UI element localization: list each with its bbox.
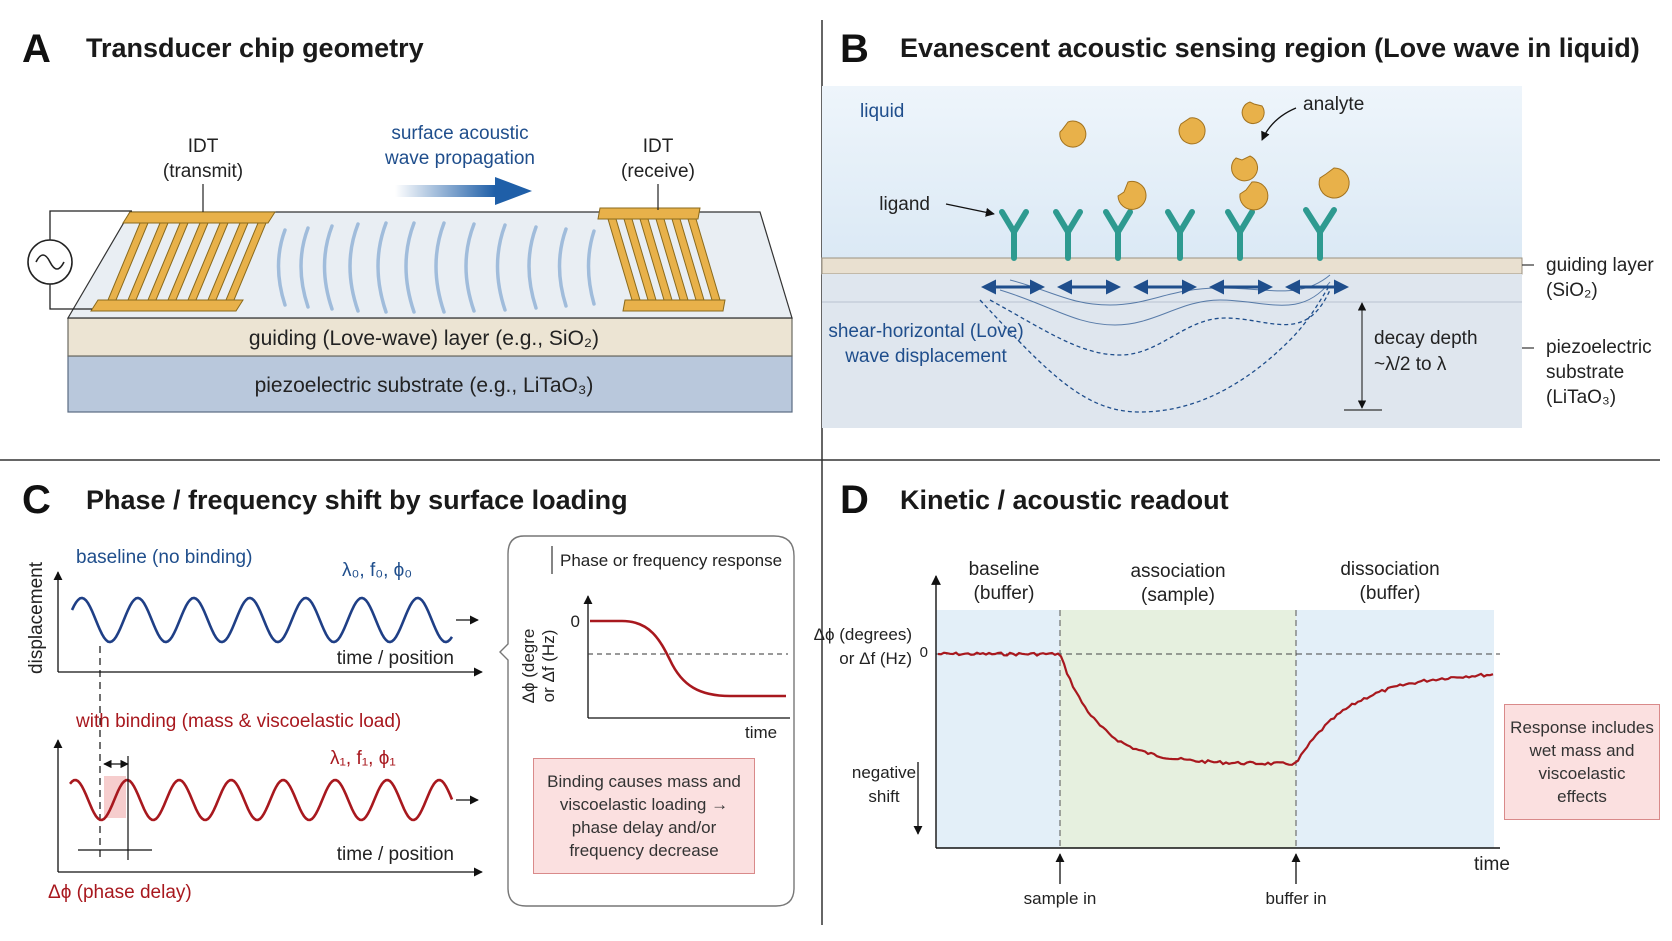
ligands [999, 207, 1337, 261]
inset-xlabel: time [745, 723, 777, 742]
propagation-label-1: surface acoustic [391, 123, 528, 144]
substrate-label-b-1: piezoelectric [1546, 337, 1652, 358]
inset-zero: 0 [571, 612, 580, 631]
guiding-band [821, 257, 1523, 275]
kinetic-trace [937, 651, 1494, 766]
buffer-in-label: buffer in [1265, 889, 1326, 908]
idt-receive [597, 207, 726, 312]
baseline-params: λ₀, f₀, ϕ₀ [342, 560, 412, 581]
panel-a: A Transducer chip geometry [22, 27, 793, 413]
wavefronts [276, 221, 596, 314]
inset-response-curve [590, 619, 786, 698]
decay-depth-marker [1344, 302, 1382, 411]
binding-note-line-4: frequency decrease [569, 841, 719, 860]
substrate-region [822, 274, 1522, 428]
binding-note-line-2: viscoelastic loading → [559, 795, 729, 814]
substrate-label: piezoelectric substrate (e.g., LiTaO₃) [255, 374, 594, 397]
c-ylabel: displacement [26, 561, 47, 674]
d-xlabel: time [1474, 854, 1510, 875]
panel-letter-b: B [840, 27, 869, 71]
analyte-arrow [1261, 107, 1297, 141]
ligand-label: ligand [879, 194, 930, 215]
guiding-label-b-1: guiding layer [1546, 255, 1654, 276]
region-baseline [936, 610, 1060, 848]
guiding-label-b-2: (SiO₂) [1546, 280, 1598, 301]
inset-title: Phase or frequency response [560, 551, 782, 570]
substrate-label-b-3: (LiTaO₃) [1546, 387, 1616, 408]
panel-title-b: Evanescent acoustic sensing region (Love… [900, 33, 1640, 63]
inset-ylabel-1: Δϕ (degre [519, 629, 538, 704]
d-ylabel-1: Δϕ (degrees) [814, 625, 912, 644]
decay-label-1: decay depth [1374, 328, 1478, 349]
binding-params: λ₁, f₁, ϕ₁ [330, 748, 396, 769]
liquid-region [822, 86, 1522, 258]
d-zero: 0 [920, 644, 928, 661]
propagation-arrow [395, 177, 532, 205]
binding-label: with binding (mass & viscoelastic load) [75, 711, 401, 732]
propagation-label-2: wave propagation [384, 148, 535, 169]
response-note-line-2: wet mass and [1529, 741, 1635, 760]
phase-baseline-1: baseline [969, 559, 1040, 580]
analyte-label: analyte [1303, 94, 1364, 115]
region-dissociation [1296, 610, 1494, 848]
inset-ylabel-2: or Δf (Hz) [539, 630, 558, 703]
region-association [1060, 610, 1296, 848]
binding-note-line-3: phase delay and/or [571, 818, 717, 837]
d-ylabel-2: or Δf (Hz) [839, 649, 912, 668]
analytes [1059, 101, 1350, 211]
response-note-line-1: Response includes [1510, 718, 1654, 737]
c-bottom-xlabel: time / position [337, 844, 454, 865]
shear-label-2: wave displacement [844, 346, 1007, 367]
negative-label-1: negative [852, 763, 916, 782]
panel-letter-d: D [840, 478, 869, 522]
ligand-arrow [945, 203, 995, 217]
baseline-label: baseline (no binding) [76, 547, 252, 568]
panel-letter-c: C [22, 478, 51, 522]
sample-in-label: sample in [1024, 889, 1097, 908]
phase-association-1: association [1130, 561, 1225, 582]
binding-note: Binding causes mass and viscoelastic loa… [533, 758, 755, 874]
phase-baseline-2: (buffer) [974, 583, 1035, 604]
c-top-xlabel: time / position [337, 648, 454, 669]
phase-delay-label: Δϕ (phase delay) [48, 882, 192, 903]
panel-title-d: Kinetic / acoustic readout [900, 485, 1229, 515]
response-note-line-3: viscoelastic [1538, 764, 1626, 783]
binding-wave [69, 778, 454, 822]
decay-label-2: ~λ/2 to λ [1374, 354, 1447, 375]
idt-transmit-label-1: IDT [188, 136, 219, 157]
idt-receive-label-1: IDT [643, 136, 674, 157]
shear-label-1: shear-horizontal (Love) [828, 321, 1023, 342]
guiding-layer-label: guiding (Love-wave) layer (e.g., SiO₂) [249, 327, 599, 350]
panel-letter-a: A [22, 27, 51, 71]
panel-b: B Evanescent acoustic sensing region (Lo… [821, 27, 1654, 428]
negative-label-2: shift [868, 787, 899, 806]
phase-dissociation-2: (buffer) [1360, 583, 1421, 604]
substrate-layer [67, 355, 793, 413]
idt-transmit-label-2: (transmit) [163, 161, 243, 182]
binding-note-line-1: Binding causes mass and [547, 772, 741, 791]
panel-title-a: Transducer chip geometry [86, 33, 424, 63]
response-note: Response includes wet mass and viscoelas… [1504, 704, 1660, 820]
substrate-label-b-2: substrate [1546, 362, 1624, 383]
panel-title-c: Phase / frequency shift by surface loadi… [86, 485, 628, 515]
liquid-label: liquid [860, 101, 904, 122]
response-note-line-4: effects [1557, 787, 1607, 806]
idt-transmit [90, 211, 276, 312]
panel-d: D Kinetic / acoustic readout baseline (b… [814, 478, 1510, 908]
ac-source-icon [27, 210, 132, 310]
idt-receive-label-2: (receive) [621, 161, 695, 182]
phase-dissociation-1: dissociation [1340, 559, 1439, 580]
baseline-wave [70, 596, 454, 644]
phase-association-2: (sample) [1141, 585, 1215, 606]
chip-top-surface [66, 211, 793, 319]
